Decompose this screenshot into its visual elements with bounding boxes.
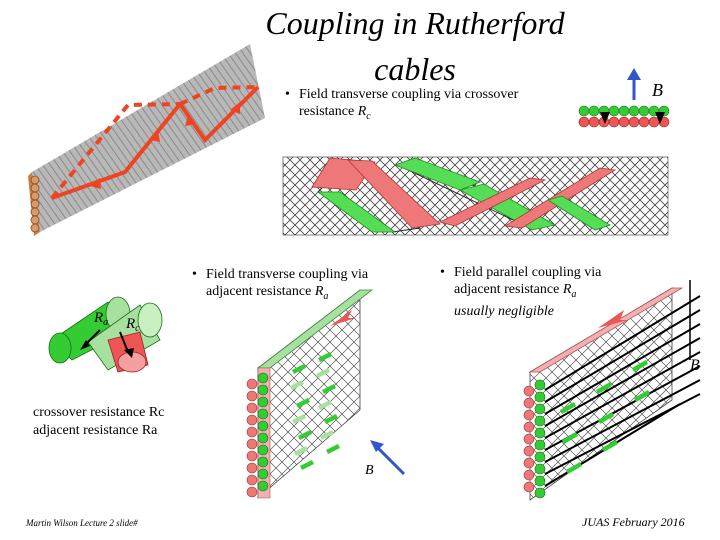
resistance-subscript: a (323, 290, 329, 302)
cable-strand-ends (30, 175, 40, 233)
b-field-arrow-diagonal (374, 444, 406, 476)
bullet-adjacent-parallel: • Field parallel coupling via adjacent r… (440, 264, 640, 320)
resistance-legend: crossover resistance Rc adjacent resista… (33, 404, 164, 440)
slide-title: Coupling in Rutherford cables (265, 5, 565, 87)
bullet-marker: • (192, 267, 197, 282)
current-loop-path (50, 85, 260, 200)
bullet-crossover-coupling: • Field transverse coupling via crossove… (285, 86, 555, 125)
b-field-label-diagonal: B (365, 463, 374, 478)
footer-author: Martin Wilson Lecture 2 slide# (26, 518, 138, 528)
crossover-mesh-diagram (282, 156, 669, 236)
bullet-text: Field transverse coupling via crossover … (299, 87, 519, 119)
adjacent-transverse-diagram (246, 289, 374, 499)
bullet-marker: • (285, 87, 290, 102)
resistance-subscript: a (571, 288, 577, 300)
b-field-label: B (652, 80, 663, 100)
cable-cross-section (578, 105, 670, 128)
bullet-text: Field parallel coupling via adjacent res… (454, 265, 602, 297)
legend-adjacent: adjacent resistance Ra (33, 423, 158, 438)
adjacent-parallel-diagram (523, 287, 701, 501)
rutherford-cable-photo (28, 44, 265, 236)
b-field-arrow-transverse (627, 68, 641, 100)
footer-date: JUAS February 2016 (582, 515, 685, 529)
label-Ra: Ra (93, 310, 108, 328)
bullet-note: usually negligible (454, 303, 554, 319)
two-strand-diagram (48, 296, 163, 373)
bullet-adjacent-transverse: • Field transverse coupling via adjacent… (192, 266, 372, 305)
legend-crossover: crossover resistance Rc (33, 405, 165, 420)
resistance-subscript: c (366, 110, 371, 122)
resistance-symbol: R (314, 284, 324, 299)
bullet-marker: • (440, 265, 445, 280)
resistance-symbol: R (562, 282, 572, 297)
b-field-label-parallel: B (690, 357, 700, 374)
label-Rc: Rc (125, 316, 140, 334)
bullet-text: Field transverse coupling via adjacent r… (206, 267, 369, 299)
resistance-symbol: R (357, 104, 367, 119)
